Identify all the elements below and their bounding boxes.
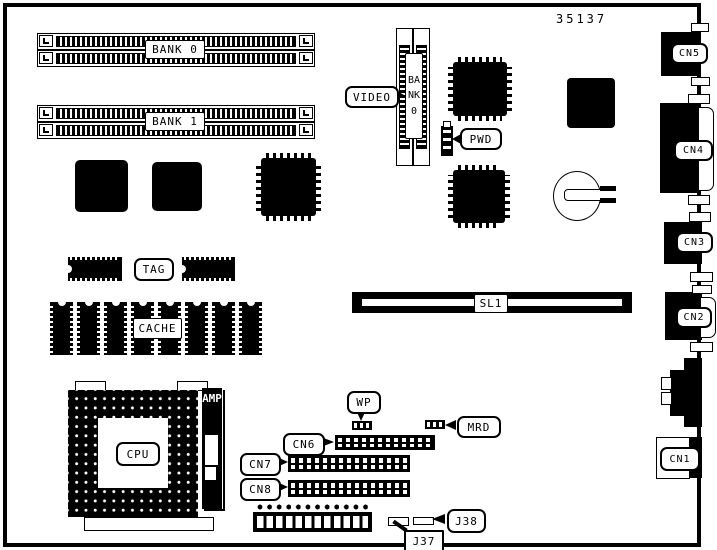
cn4-label: CN4 [674, 140, 713, 161]
chip-square-3 [567, 78, 615, 128]
bank1-label: BANK 1 [145, 112, 205, 131]
pwd-callout-pointer [452, 134, 461, 144]
cn2-label: CN2 [676, 307, 712, 328]
audio-jack-hole-2 [661, 392, 672, 405]
cn5-tab-top [691, 23, 709, 32]
cache-label: CACHE [133, 318, 182, 339]
j38-pad [413, 517, 434, 525]
cn7-label: CN7 [240, 453, 281, 476]
mrd-jumper [425, 420, 445, 429]
audio-jack-body [670, 370, 702, 416]
wp-jumper [352, 421, 372, 430]
cn2-tab-top-1 [690, 272, 713, 282]
cn6-callout-pointer [321, 437, 334, 447]
qfp-chip-2 [448, 57, 512, 121]
cache-chip-6 [185, 302, 208, 355]
video-callout-label: VIDEO [345, 86, 399, 108]
mrd-label: MRD [457, 416, 501, 438]
battery-arm [564, 189, 602, 201]
tag-chip-right [182, 257, 235, 281]
cache-chip-2 [77, 302, 100, 355]
power-connector-pins [256, 503, 370, 512]
cache-chip-8 [239, 302, 262, 355]
cache-chip-3 [104, 302, 127, 355]
cn5-label: CN5 [671, 43, 708, 64]
cn6-label: CN6 [283, 433, 325, 456]
mrd-callout-pointer [445, 420, 456, 430]
cn3-label: CN3 [676, 232, 713, 253]
wp-callout-pointer [356, 410, 366, 421]
chip-square-2 [152, 162, 202, 211]
cn7-callout-pointer [277, 457, 288, 467]
video-callout-pointer [395, 90, 404, 100]
sl1-label: SL1 [474, 294, 508, 313]
wp-label: WP [347, 391, 381, 414]
cache-chip-7 [212, 302, 235, 355]
cn6-header [335, 435, 435, 450]
cn3-tab-top [689, 212, 711, 222]
cpu-bottom-bar [84, 517, 214, 531]
cn2-tab-bottom [690, 342, 713, 352]
cache-chip-1 [50, 302, 73, 355]
part-number: 35137 [556, 12, 608, 26]
cn8-header [288, 480, 410, 497]
bank0-label: BANK 0 [145, 40, 205, 59]
j38-label: J38 [447, 509, 486, 533]
cn5-tab-bottom [691, 77, 710, 86]
j37-label: J37 [404, 530, 444, 550]
qfp-chip-1 [256, 153, 321, 221]
tag-chip-left [68, 257, 122, 281]
cn4-tab-bottom [688, 195, 710, 205]
cn4-tab-top [688, 94, 710, 104]
audio-jack-bottom-step [684, 414, 702, 427]
audio-jack-top-step [684, 358, 702, 372]
chip-square-1 [75, 160, 128, 212]
power-connector [253, 512, 372, 532]
cn8-label: CN8 [240, 478, 281, 501]
audio-jack-hole-1 [661, 377, 672, 390]
qfp-chip-3 [448, 165, 510, 228]
cn8-callout-pointer [277, 482, 288, 492]
pwd-label: PWD [460, 128, 502, 150]
video-bank-label: BANK0 [405, 53, 423, 139]
amp-label: AMP [202, 392, 222, 405]
j38-callout-pointer [432, 514, 445, 524]
battery-clip [600, 186, 616, 203]
tag-label: TAG [134, 258, 174, 281]
cpu-label: CPU [116, 442, 160, 466]
cn7-header [288, 455, 410, 472]
pwd-jumper-cap [443, 121, 451, 128]
cn2-tab-top-2 [692, 285, 712, 294]
amp-module: AMP [202, 388, 223, 509]
cn1-label: CN1 [660, 447, 700, 471]
